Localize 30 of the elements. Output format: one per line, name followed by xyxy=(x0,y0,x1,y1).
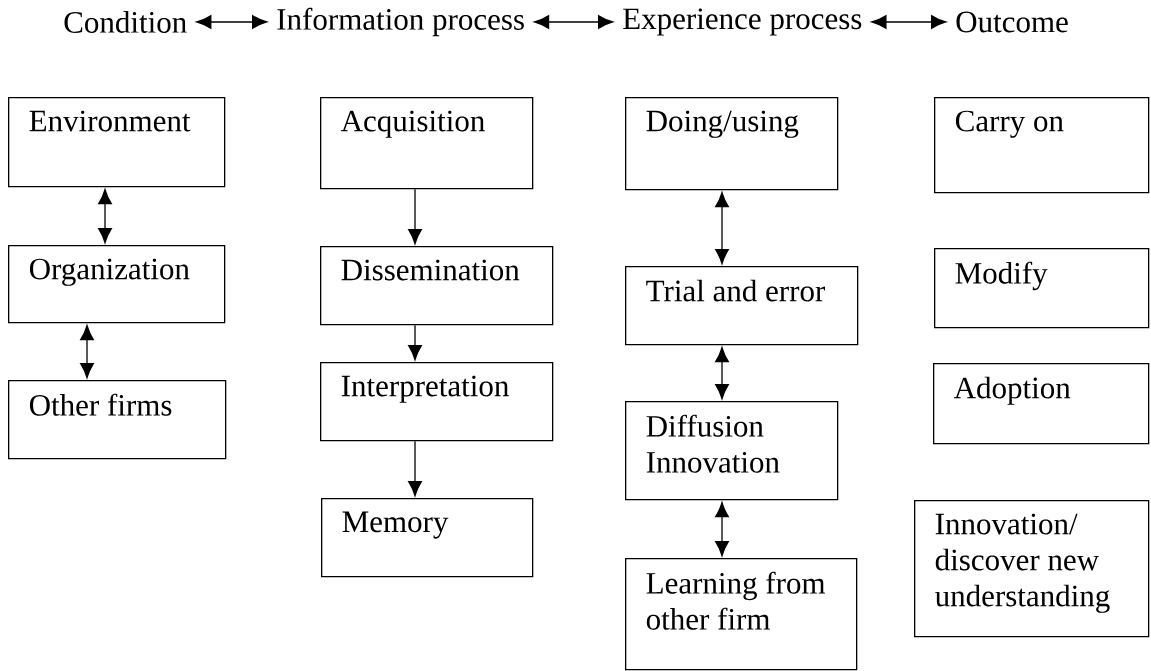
arrow xyxy=(871,15,947,29)
process-box: Memory xyxy=(321,498,534,578)
process-box: Trial and error xyxy=(625,266,859,346)
process-box: Environment xyxy=(8,97,226,188)
arrow xyxy=(715,346,729,400)
process-box: Innovation/ discover new understanding xyxy=(914,500,1150,638)
process-box: Adoption xyxy=(933,363,1150,445)
arrow xyxy=(408,440,422,497)
arrow xyxy=(408,188,422,245)
stage-label: Outcome xyxy=(956,11,1068,33)
arrow xyxy=(715,191,729,265)
process-box: Carry on xyxy=(934,97,1150,194)
process-box: Doing/using xyxy=(625,97,839,191)
arrow xyxy=(408,324,422,361)
stage-label: Experience process xyxy=(623,8,862,36)
arrow xyxy=(80,324,94,379)
arrow xyxy=(533,15,614,29)
process-box: Dissemination xyxy=(320,246,554,326)
stage-label: Information process xyxy=(277,7,524,37)
arrow xyxy=(196,15,268,29)
arrow xyxy=(98,188,112,244)
process-box: Interpretation xyxy=(320,362,554,442)
stage-label: Condition xyxy=(64,11,187,33)
process-box: Other firms xyxy=(8,380,227,460)
process-box: Organization xyxy=(8,245,226,324)
process-box: Acquisition xyxy=(320,97,534,190)
process-box: Modify xyxy=(934,248,1150,329)
process-box: Learning from other firm xyxy=(625,558,858,671)
process-box: Diffusion Innovation xyxy=(625,401,839,501)
arrow xyxy=(715,501,729,557)
